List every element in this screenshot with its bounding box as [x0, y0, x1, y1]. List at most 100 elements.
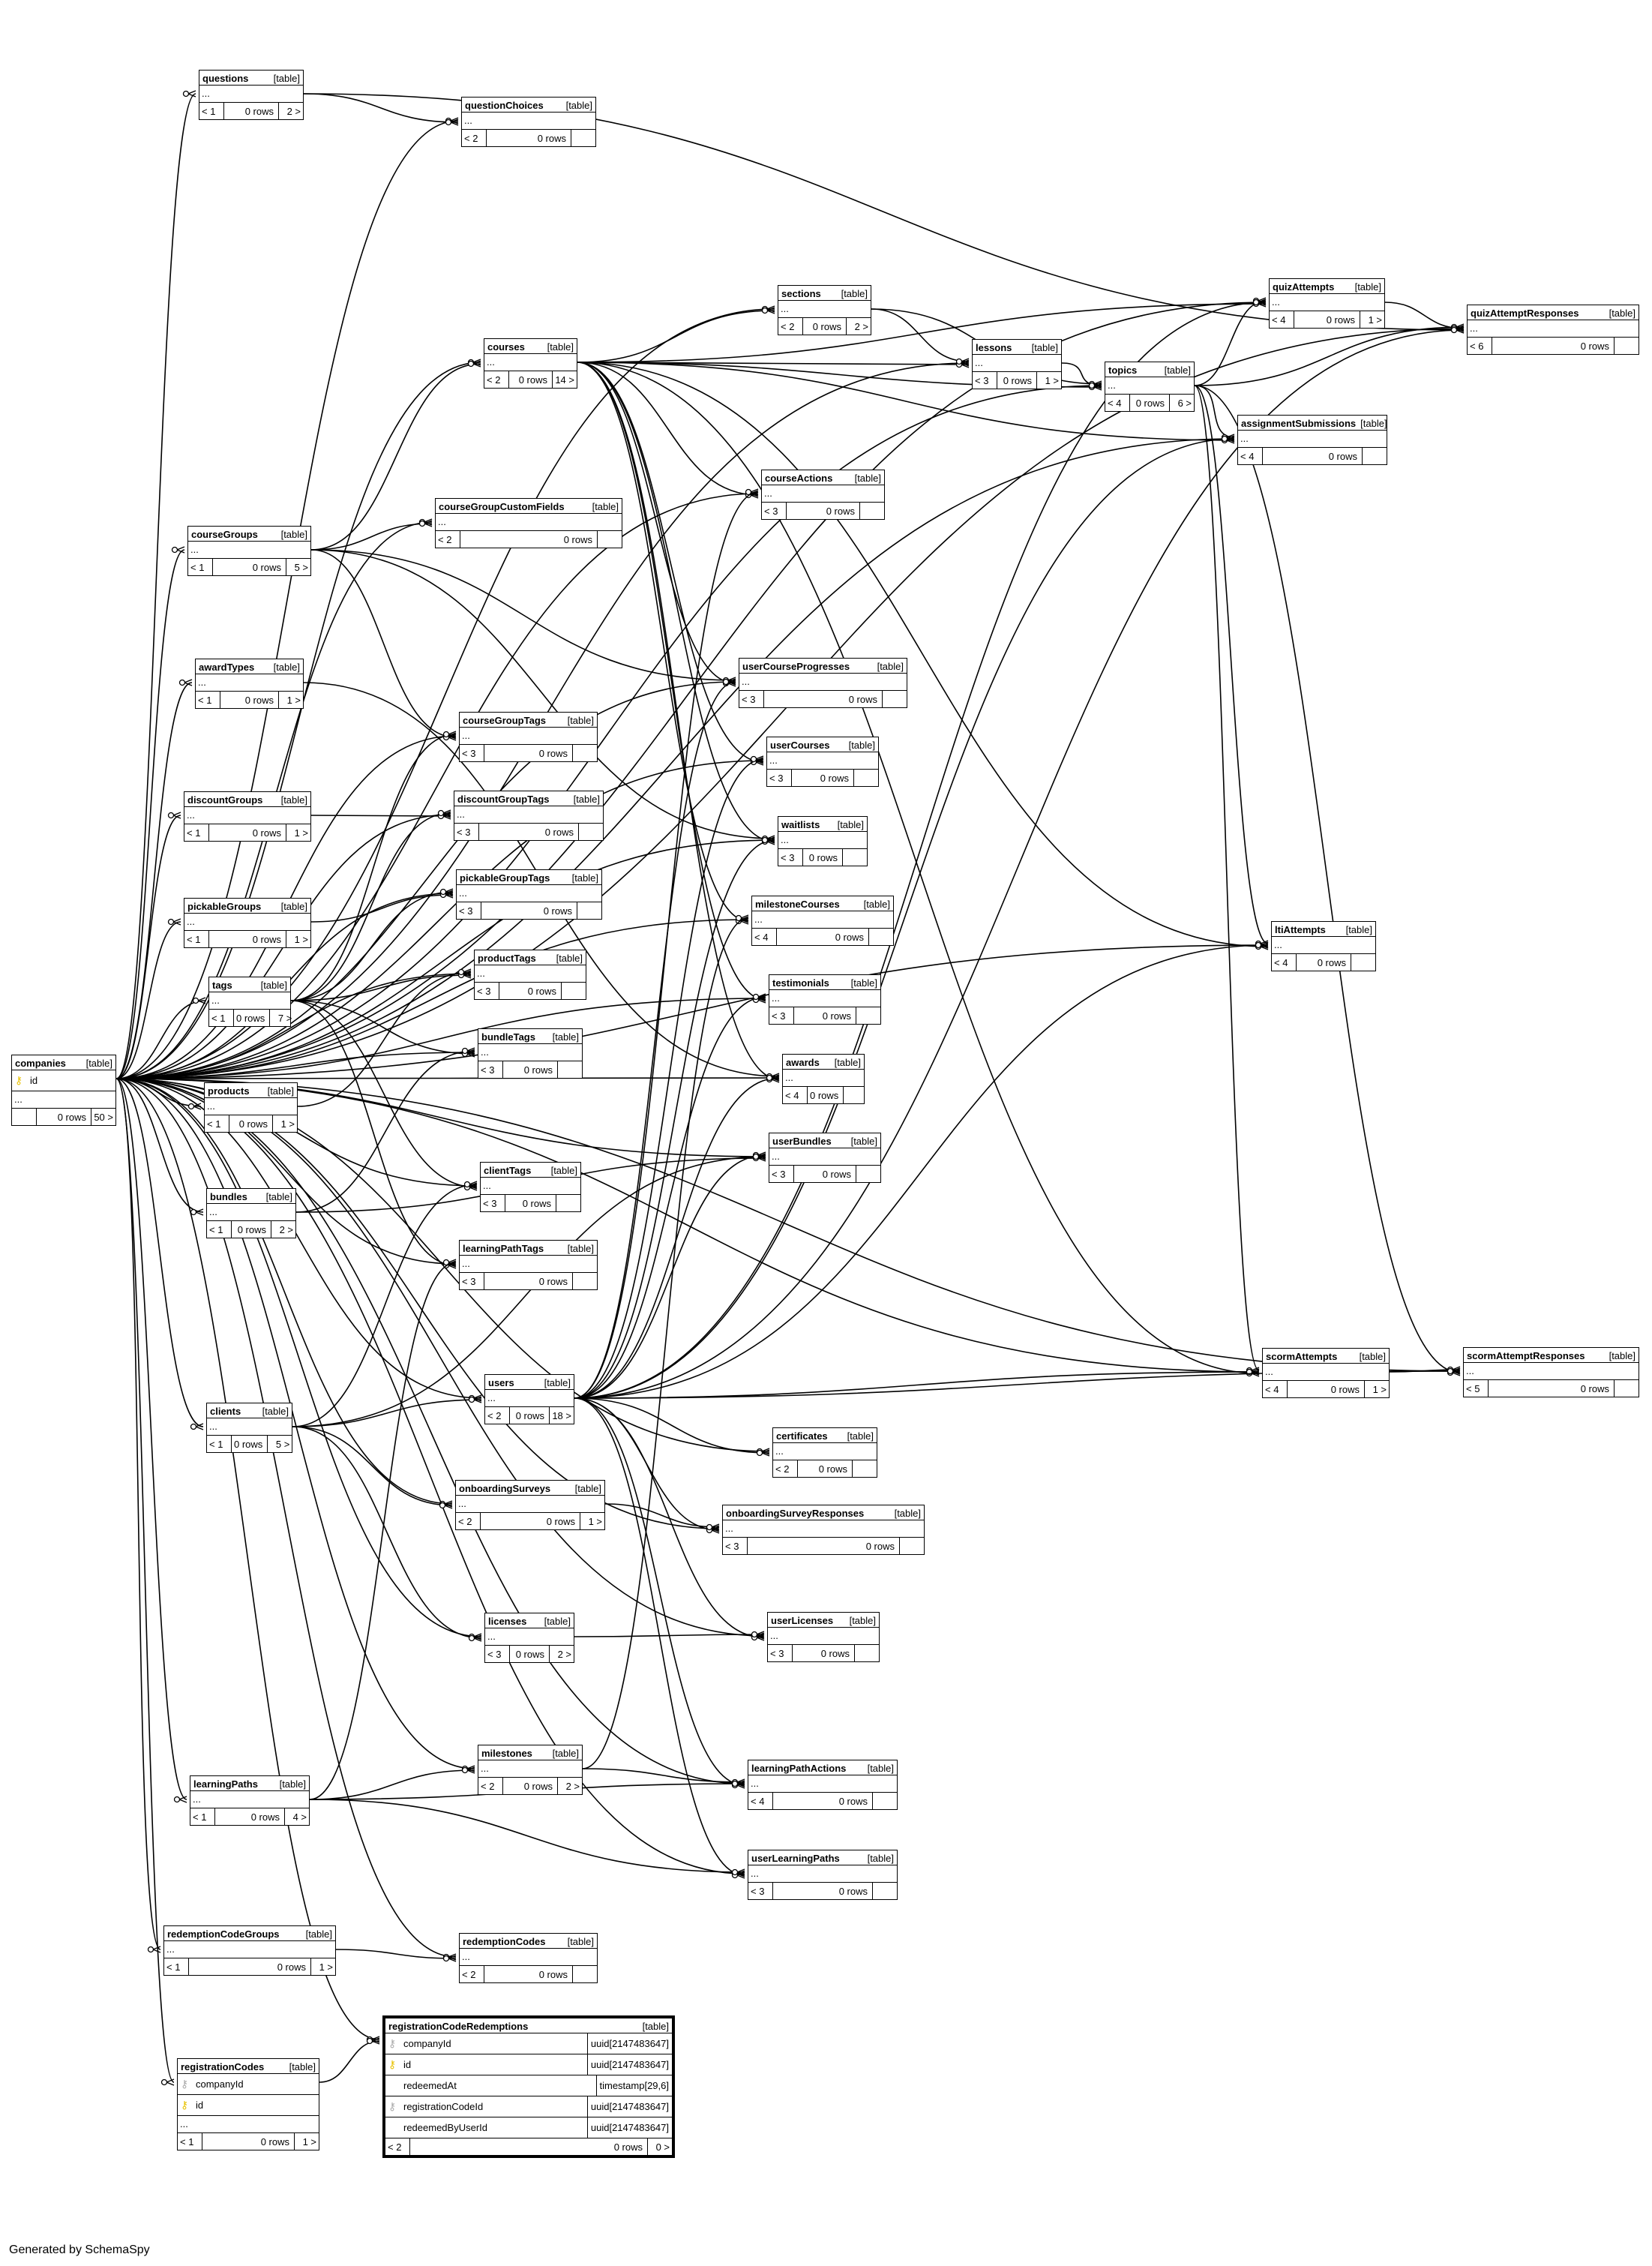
child-count[interactable]: [556, 1195, 580, 1211]
more-columns-ellipsis[interactable]: ...: [464, 115, 472, 126]
child-count[interactable]: [572, 745, 597, 761]
more-columns-ellipsis[interactable]: ...: [209, 1206, 217, 1217]
child-count[interactable]: 14 >: [552, 371, 577, 388]
table-name[interactable]: registrationCodeRedemptions: [388, 2020, 529, 2032]
child-count[interactable]: [572, 1966, 597, 1982]
more-columns-ellipsis[interactable]: ...: [1470, 323, 1478, 334]
parent-count[interactable]: < 4: [1240, 450, 1255, 462]
more-columns-ellipsis[interactable]: ...: [459, 887, 467, 899]
child-count[interactable]: [597, 531, 622, 548]
parent-count[interactable]: < 1: [198, 694, 212, 706]
child-count[interactable]: [557, 1061, 582, 1078]
table-name[interactable]: products: [208, 1085, 250, 1097]
parent-count[interactable]: < 3: [751, 1885, 765, 1897]
table-name[interactable]: courses: [487, 341, 525, 353]
child-count[interactable]: 0 >: [647, 2138, 672, 2155]
parent-count[interactable]: < 3: [742, 693, 756, 705]
table-name[interactable]: courseGroups: [191, 528, 258, 540]
child-count[interactable]: [882, 691, 907, 707]
table-name[interactable]: certificates: [776, 1430, 828, 1442]
table-name[interactable]: bundleTags: [481, 1031, 535, 1043]
table-name[interactable]: userLicenses: [771, 1614, 834, 1626]
more-columns-ellipsis[interactable]: ...: [457, 809, 465, 820]
more-columns-ellipsis[interactable]: ...: [481, 1046, 489, 1058]
table-name[interactable]: onboardingSurveyResponses: [726, 1507, 865, 1519]
child-count[interactable]: [899, 1538, 924, 1554]
table-name[interactable]: registrationCodes: [181, 2060, 265, 2072]
parent-count[interactable]: < 2: [487, 1409, 502, 1421]
parent-count[interactable]: < 1: [211, 1012, 226, 1024]
child-count[interactable]: [1614, 1380, 1639, 1397]
parent-count[interactable]: < 2: [775, 1463, 790, 1475]
parent-count[interactable]: [12, 1109, 36, 1125]
parent-count[interactable]: < 3: [483, 1197, 497, 1209]
parent-count[interactable]: < 3: [725, 1540, 739, 1552]
more-columns-ellipsis[interactable]: ...: [178, 2115, 319, 2132]
child-count[interactable]: 2 >: [846, 318, 871, 335]
parent-count[interactable]: < 4: [1274, 956, 1288, 968]
table-name[interactable]: awardTypes: [199, 661, 255, 673]
parent-count[interactable]: < 4: [751, 1795, 765, 1807]
parent-count[interactable]: < 2: [462, 1968, 476, 1980]
table-name[interactable]: courseGroupTags: [463, 714, 547, 726]
more-columns-ellipsis[interactable]: ...: [198, 677, 206, 688]
more-columns-ellipsis[interactable]: ...: [487, 1631, 496, 1642]
more-columns-ellipsis[interactable]: ...: [193, 1793, 201, 1805]
table-registrationCodes[interactable]: registrationCodes[table]⚷companyId⚷id...…: [177, 2058, 319, 2150]
more-columns-ellipsis[interactable]: ...: [462, 1951, 470, 1962]
parent-count[interactable]: < 3: [462, 747, 476, 759]
child-count[interactable]: [1614, 338, 1639, 354]
child-count[interactable]: 50 >: [91, 1109, 115, 1125]
more-columns-ellipsis[interactable]: ...: [481, 1763, 489, 1774]
parent-count[interactable]: < 3: [769, 772, 784, 784]
table-name[interactable]: discountGroupTags: [457, 793, 550, 805]
table-name[interactable]: pickableGroupTags: [460, 872, 550, 884]
parent-count[interactable]: < 1: [187, 933, 201, 945]
more-columns-ellipsis[interactable]: ...: [781, 834, 789, 845]
child-count[interactable]: [872, 1883, 897, 1899]
more-columns-ellipsis[interactable]: ...: [166, 1943, 175, 1955]
more-columns-ellipsis[interactable]: ...: [487, 1392, 496, 1403]
more-columns-ellipsis[interactable]: ...: [1108, 380, 1116, 391]
table-name[interactable]: milestones: [481, 1747, 532, 1759]
parent-count[interactable]: < 3: [764, 505, 778, 517]
more-columns-ellipsis[interactable]: ...: [187, 916, 195, 927]
table-name[interactable]: learningPaths: [193, 1778, 258, 1790]
child-count[interactable]: 4 >: [284, 1808, 309, 1825]
table-name[interactable]: quizAttempts: [1273, 281, 1335, 293]
child-count[interactable]: 5 >: [267, 1436, 292, 1452]
table-name[interactable]: pickableGroups: [187, 900, 262, 912]
more-columns-ellipsis[interactable]: ...: [462, 1258, 470, 1269]
more-columns-ellipsis[interactable]: ...: [12, 1091, 115, 1108]
more-columns-ellipsis[interactable]: ...: [772, 992, 780, 1004]
child-count[interactable]: 1 >: [1360, 311, 1384, 328]
more-columns-ellipsis[interactable]: ...: [190, 544, 199, 555]
parent-count[interactable]: < 3: [459, 905, 473, 917]
table-name[interactable]: topics: [1108, 364, 1138, 376]
table-name[interactable]: questions: [202, 72, 249, 84]
parent-count[interactable]: < 1: [190, 561, 205, 573]
parent-count[interactable]: < 3: [477, 985, 491, 997]
parent-count[interactable]: < 4: [1265, 1383, 1279, 1395]
parent-count[interactable]: < 3: [481, 1064, 495, 1076]
column-row[interactable]: ⚷id: [178, 2094, 319, 2115]
parent-count[interactable]: < 3: [487, 1648, 502, 1660]
more-columns-ellipsis[interactable]: ...: [438, 516, 446, 527]
